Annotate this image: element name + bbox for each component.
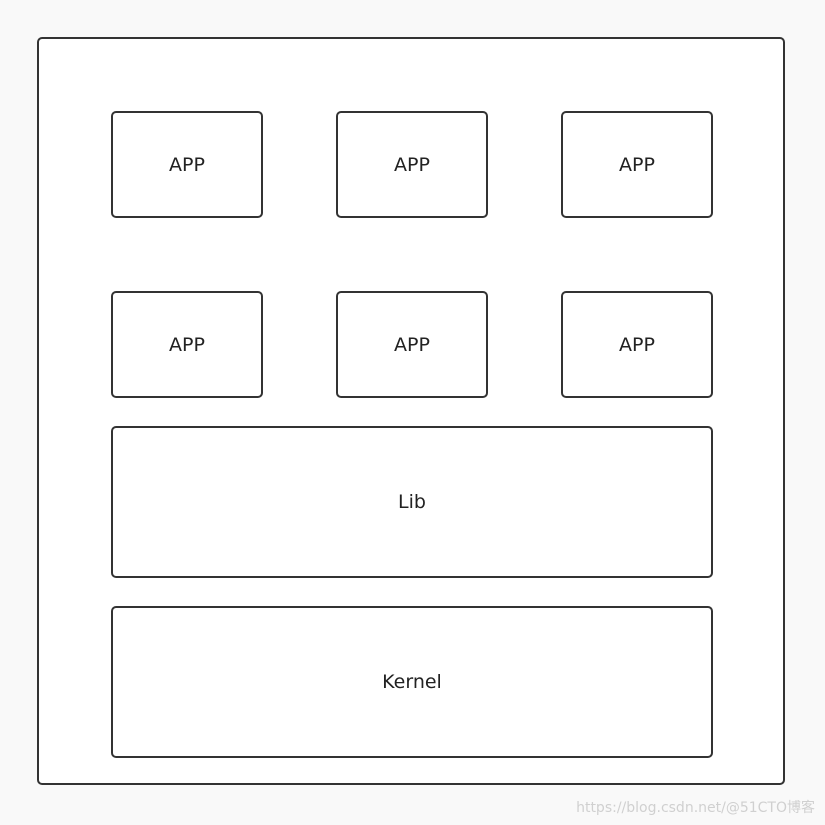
watermark: https://blog.csdn.net/@51CTO博客 [576,800,815,816]
app-box: APP [561,111,713,218]
app-box: APP [111,111,263,218]
app-label: APP [394,333,430,356]
app-label: APP [169,333,205,356]
kernel-label: Kernel [382,671,442,693]
lib-box: Lib [111,426,713,578]
app-label: APP [394,153,430,176]
app-box: APP [111,291,263,398]
app-box: APP [336,111,488,218]
app-box: APP [561,291,713,398]
app-label: APP [619,333,655,356]
kernel-box: Kernel [111,606,713,758]
app-label: APP [169,153,205,176]
app-label: APP [619,153,655,176]
lib-label: Lib [398,491,426,513]
app-box: APP [336,291,488,398]
